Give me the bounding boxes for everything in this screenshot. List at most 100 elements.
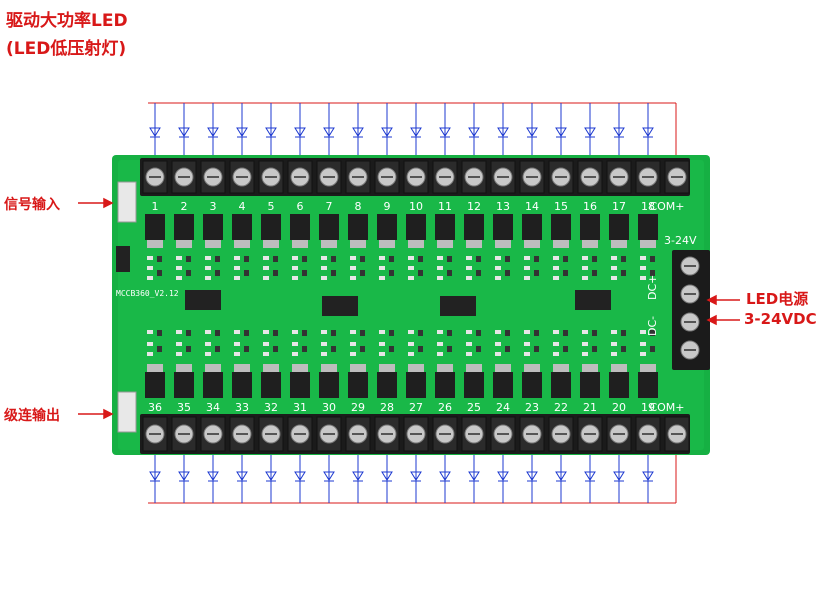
mosfet [174, 214, 194, 240]
smd-resistor [640, 342, 646, 346]
top-led-diode [584, 127, 596, 137]
smd-resistor [640, 266, 646, 270]
smd-part [418, 256, 423, 262]
top-led-diode [526, 127, 538, 137]
bottom-led-diode [294, 471, 306, 481]
power-pin-label: DC+ [646, 275, 659, 300]
bottom-channel-number: 27 [409, 401, 423, 414]
smd-part [592, 256, 597, 262]
smd-resistor [582, 342, 588, 346]
smd-part [331, 346, 336, 352]
bottom-led-diode [381, 471, 393, 481]
mosfet [493, 372, 513, 398]
top-led-diode [439, 127, 451, 137]
driver-ics [185, 290, 611, 316]
smd-resistor [611, 342, 617, 346]
smd-resistor [524, 352, 530, 356]
top-led-diode [352, 127, 364, 137]
mosfet [493, 214, 513, 240]
mosfet [203, 372, 223, 398]
smd-part [389, 330, 394, 336]
smd-resistor [205, 330, 211, 334]
top-led-diode [410, 127, 422, 137]
top-led-wires [148, 102, 677, 160]
smd-resistor [147, 352, 153, 356]
bottom-channel-number: 19 [641, 401, 655, 414]
top-channel-number: 11 [438, 200, 452, 213]
smd-part [244, 270, 249, 276]
smd-resistor [437, 276, 443, 280]
mosfet-tab [147, 240, 163, 248]
mosfet-tab [466, 240, 482, 248]
mosfet [145, 372, 165, 398]
top-channel-number: 4 [239, 200, 246, 213]
mosfet-tab [147, 364, 163, 372]
bottom-led-wires [148, 450, 677, 504]
smd-part [592, 330, 597, 336]
top-channel-number: 10 [409, 200, 423, 213]
signal-input-connector [117, 181, 137, 223]
mosfet-tab [437, 364, 453, 372]
smd-part [621, 346, 626, 352]
smd-resistor [553, 330, 559, 334]
mosfet-tab [437, 240, 453, 248]
mosfet [232, 372, 252, 398]
smd-resistor [611, 276, 617, 280]
smd-resistor [495, 256, 501, 260]
mosfet-tab [321, 240, 337, 248]
smd-resistor [553, 276, 559, 280]
smd-part [244, 330, 249, 336]
smd-resistor [292, 276, 298, 280]
smd-resistor [234, 256, 240, 260]
smd-resistor [350, 276, 356, 280]
bottom-led-diode [265, 471, 277, 481]
smd-resistor [611, 352, 617, 356]
bottom-com-label: COM+ [649, 401, 684, 414]
mosfet [464, 214, 484, 240]
mosfet-tab [495, 240, 511, 248]
smd-resistor [321, 276, 327, 280]
bottom-led-diode [468, 471, 480, 481]
product-title: 驱动大功率LED [6, 11, 128, 31]
smd-part [360, 346, 365, 352]
mosfet [348, 214, 368, 240]
smd-resistor [321, 352, 327, 356]
mosfet-tab [524, 364, 540, 372]
smd-part [360, 270, 365, 276]
smd-resistor [205, 276, 211, 280]
mosfet-tab [292, 364, 308, 372]
smd-resistor [524, 330, 530, 334]
mosfet-tab [408, 364, 424, 372]
bottom-channel-number: 28 [380, 401, 394, 414]
smd-components: MCCB360_V2.12 [116, 256, 655, 356]
smd-part [447, 270, 452, 276]
smd-resistor [234, 352, 240, 356]
smd-part [215, 346, 220, 352]
bottom-channel-number: 29 [351, 401, 365, 414]
smd-resistor [234, 266, 240, 270]
smd-resistor [321, 266, 327, 270]
power-pin-label: 3-24V [664, 234, 697, 247]
smd-resistor [176, 352, 182, 356]
smd-part [186, 346, 191, 352]
smd-part [418, 270, 423, 276]
smd-resistor [466, 352, 472, 356]
smd-resistor [611, 256, 617, 260]
smd-part [563, 270, 568, 276]
top-channel-number: 6 [297, 200, 304, 213]
smd-resistor [524, 256, 530, 260]
mosfet [406, 372, 426, 398]
bottom-led-diode [642, 471, 654, 481]
smd-resistor [263, 352, 269, 356]
smd-part [563, 256, 568, 262]
top-channel-number: 16 [583, 200, 597, 213]
smd-resistor [582, 276, 588, 280]
power-voltage-label: 3-24VDC [744, 310, 817, 328]
mosfet [580, 372, 600, 398]
smd-part [273, 330, 278, 336]
mosfet-tab [263, 240, 279, 248]
top-led-diode [178, 127, 190, 137]
smd-part [331, 270, 336, 276]
smd-resistor [611, 266, 617, 270]
mosfet-tab [640, 240, 656, 248]
